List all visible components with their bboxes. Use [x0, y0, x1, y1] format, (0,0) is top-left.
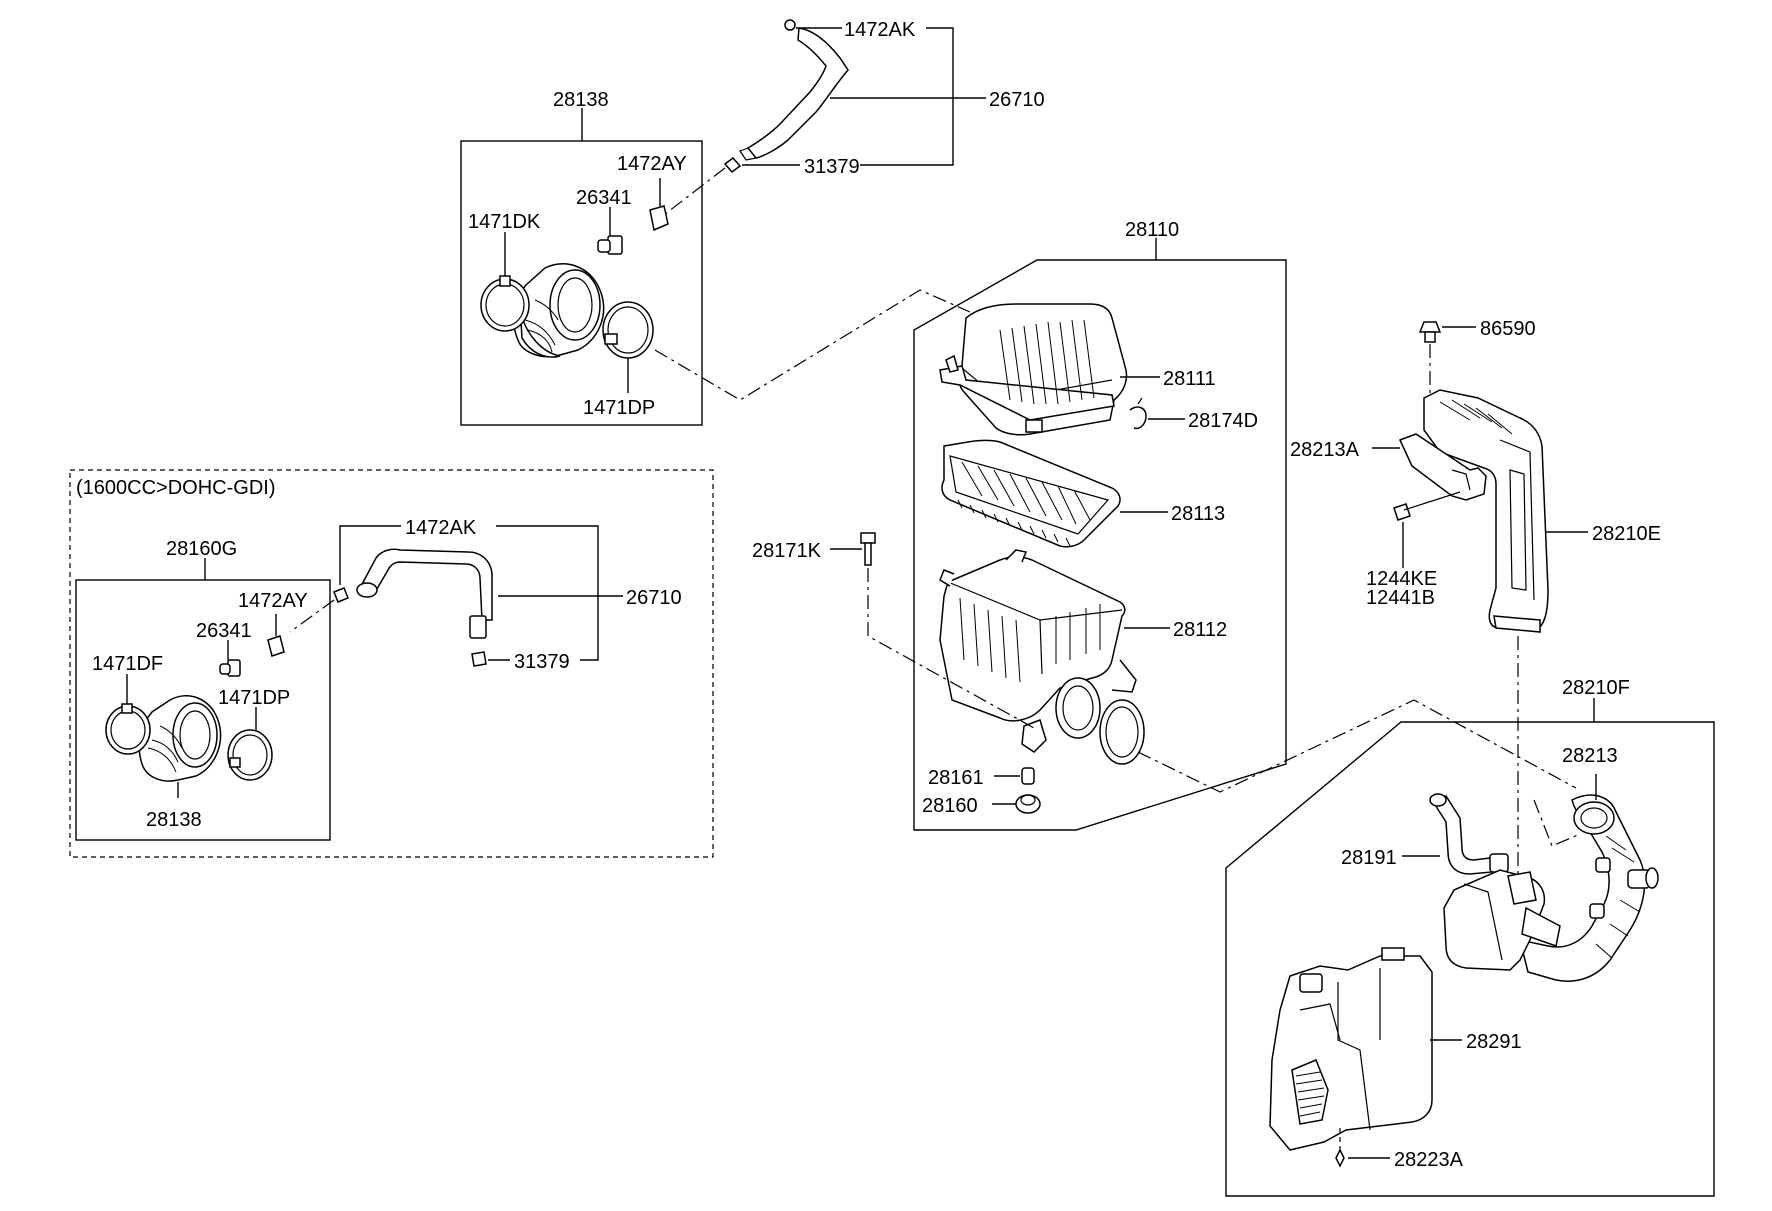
label-1472AK-top[interactable]: 1472AK — [844, 19, 916, 41]
label-31379-top[interactable]: 31379 — [804, 156, 860, 178]
label-28171K[interactable]: 28171K — [752, 540, 822, 562]
group-28110: 28110 28111 28174D 28113 28112 — [752, 219, 1577, 831]
clamp-31379-mid — [471, 651, 487, 667]
label-1471DP-mid[interactable]: 1471DP — [218, 687, 290, 709]
label-26710-mid[interactable]: 26710 — [626, 587, 682, 609]
label-1471DK[interactable]: 1471DK — [468, 211, 541, 233]
group-variant-gdi: (1600CC>DOHC-GDI) 28160G 31379 1472AK 26… — [69, 469, 714, 858]
bolt-1244KE — [1393, 503, 1411, 521]
clip-1472AY-top — [649, 205, 669, 232]
label-26341-top[interactable]: 26341 — [576, 187, 632, 209]
label-28161[interactable]: 28161 — [928, 767, 984, 789]
resonator-28291 — [1269, 955, 1433, 1151]
label-28210F[interactable]: 28210F — [1562, 677, 1630, 699]
label-28191[interactable]: 28191 — [1341, 847, 1397, 869]
label-28160G[interactable]: 28160G — [166, 538, 237, 560]
clamp-1471DP-mid — [227, 729, 273, 781]
group-28210F: 28210F 28213 28191 28291 — [1225, 677, 1715, 1197]
gasket-ring — [1099, 699, 1145, 765]
clamp-31379-top — [723, 156, 742, 174]
label-12441B[interactable]: 12441B — [1366, 587, 1435, 609]
bracket-28213A — [1398, 433, 1487, 501]
variant-note[interactable]: (1600CC>DOHC-GDI) — [76, 477, 275, 499]
duct-28210E — [1423, 389, 1549, 631]
box-28210F — [1225, 721, 1715, 1197]
breather-hose-26710-mid — [358, 548, 493, 621]
label-1472AY-top[interactable]: 1472AY — [617, 153, 687, 175]
label-28223A[interactable]: 28223A — [1394, 1149, 1464, 1171]
label-28138-top[interactable]: 28138 — [553, 89, 609, 111]
label-28112[interactable]: 28112 — [1173, 619, 1227, 641]
breather-hose-26710 — [746, 27, 849, 159]
box-28160G — [75, 579, 331, 841]
label-1471DF[interactable]: 1471DF — [92, 653, 163, 675]
label-26341-mid[interactable]: 26341 — [196, 620, 252, 642]
bolt-28171K — [860, 532, 876, 544]
grommet-28161 — [1021, 767, 1035, 785]
label-28113[interactable]: 28113 — [1171, 503, 1225, 525]
clip-28174D — [1129, 406, 1147, 430]
label-28210E[interactable]: 28210E — [1592, 523, 1661, 545]
label-26710-top[interactable]: 26710 — [989, 89, 1045, 111]
label-28160[interactable]: 28160 — [922, 795, 978, 817]
clip-1472AK-mid — [333, 587, 349, 603]
label-1472AK-mid[interactable]: 1472AK — [405, 517, 477, 539]
clamp-1471DP-top — [602, 301, 654, 359]
label-1244KE[interactable]: 1244KE — [1366, 568, 1437, 590]
label-1472AY-mid[interactable]: 1472AY — [238, 590, 308, 612]
clip-1472AK-top — [784, 19, 796, 31]
group-28138-top: 28138 1472AK 26710 31379 1472AY 26341 — [460, 19, 1045, 426]
label-31379-mid[interactable]: 31379 — [514, 651, 570, 673]
group-28210E: 86590 28210E 28213A 1244KE 12441B — [1290, 318, 1661, 880]
label-86590[interactable]: 86590 — [1480, 318, 1536, 340]
box-28110 — [913, 259, 1287, 831]
mount-28160 — [1015, 794, 1041, 814]
label-28213A[interactable]: 28213A — [1290, 439, 1360, 461]
filter-28113 — [941, 439, 1121, 548]
label-28138-mid[interactable]: 28138 — [146, 809, 202, 831]
label-28213[interactable]: 28213 — [1562, 745, 1618, 767]
label-28174D[interactable]: 28174D — [1188, 410, 1258, 432]
label-28291[interactable]: 28291 — [1466, 1031, 1522, 1053]
clamp-1471DK — [480, 278, 530, 332]
label-28111[interactable]: 28111 — [1163, 368, 1216, 390]
clip-1472AY-mid — [267, 635, 285, 657]
screw-28223A — [1335, 1148, 1345, 1168]
hose-28191 — [1430, 795, 1493, 875]
clip-86590 — [1418, 321, 1442, 333]
variant-box — [69, 469, 714, 858]
label-28110[interactable]: 28110 — [1125, 219, 1179, 241]
label-1471DP-top[interactable]: 1471DP — [583, 397, 655, 419]
